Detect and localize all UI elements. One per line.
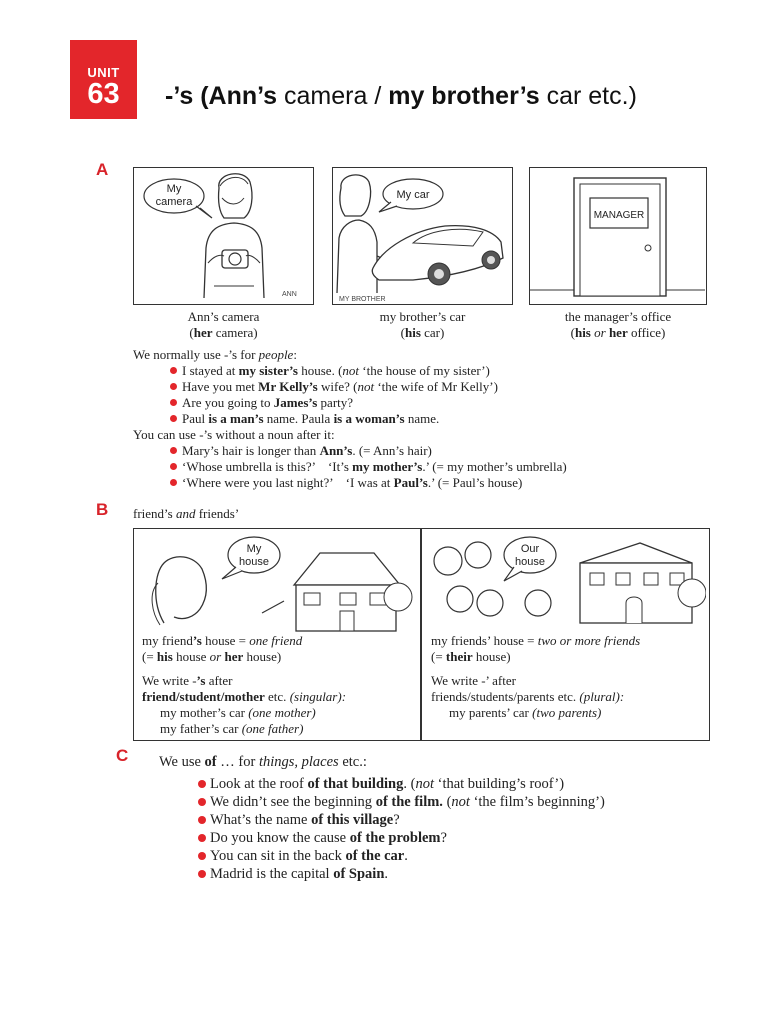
list-item: Have you met Mr Kelly’s wife? (not ‘the … [170,379,498,395]
caption-ann: Ann’s camera (her camera) [187,309,260,340]
bubble-my: My [167,183,182,195]
list-item: Paul is a man’s name. Paula is a woman’s… [170,411,498,427]
svg-text:house: house [515,556,545,568]
list-item: Are you going to James’s party? [170,395,498,411]
column-divider [420,529,422,740]
list-item: ‘Whose umbrella is this?’ ‘It’s my mothe… [170,459,567,475]
section-a-list-1: I stayed at my sister’s house. (not ‘the… [170,363,498,427]
section-c-intro: We use of … for things, places etc.: [159,754,367,770]
bubble-camera: camera [156,196,194,208]
list-item: Mary’s hair is longer than Ann’s. (= Ann… [170,443,567,459]
list-item: Madrid is the capital of Spain. [198,865,605,883]
illustration-my-house: My house [151,536,413,632]
bubble-my-car: My car [397,189,430,201]
list-item: What’s the name of this village? [198,811,605,829]
illustration-manager-office: MANAGER [529,167,707,305]
section-a-intro-2: You can use -’s without a noun after it: [133,427,335,442]
section-b-heading: friend’s and friends’ [133,506,240,521]
list-item: ‘Where were you last night?’ ‘I was at P… [170,475,567,491]
illustration-ann-camera: My camera ANN [133,167,314,305]
tag-ann: ANN [282,291,297,298]
list-item: We didn’t see the beginning of the film.… [198,793,605,811]
caption-manager: the manager’s office (his or her office) [564,309,672,340]
section-a-list-2: Mary’s hair is longer than Ann’s. (= Ann… [170,443,567,491]
svg-text:Our: Our [521,543,540,555]
section-c-list: Look at the roof of that building. (not … [198,775,605,883]
illustration-our-house: Our house [433,536,706,624]
caption-brother: my brother’s car (his car) [379,309,466,340]
section-a-letter: A [96,160,109,179]
section-b-left-text: my friend’s house = one friend (= his ho… [142,633,347,736]
sign-manager: MANAGER [594,210,645,221]
list-item: I stayed at my sister’s house. (not ‘the… [170,363,498,379]
svg-text:house: house [239,556,269,568]
list-item: Look at the roof of that building. (not … [198,775,605,793]
list-item: Do you know the cause of the problem? [198,829,605,847]
unit-label: UNIT [87,65,120,80]
unit-badge: UNIT 63 [70,40,137,119]
unit-number: 63 [87,78,120,110]
section-c-letter: C [116,746,129,765]
section-a-intro-1: We normally use -’s for people: [133,347,297,362]
page-title: -’s (Ann’s camera / my brother’s car etc… [165,82,637,110]
tag-my-brother: MY BROTHER [339,296,386,303]
svg-text:My: My [247,543,262,555]
section-b-right-text: my friends’ house = two or more friends … [431,633,641,720]
section-b-letter: B [96,500,109,519]
list-item: You can sit in the back of the car. [198,847,605,865]
section-b-box: My house Our house my friend’s house = [133,528,710,741]
illustration-brother-car: My car MY BROTHER [332,167,513,305]
